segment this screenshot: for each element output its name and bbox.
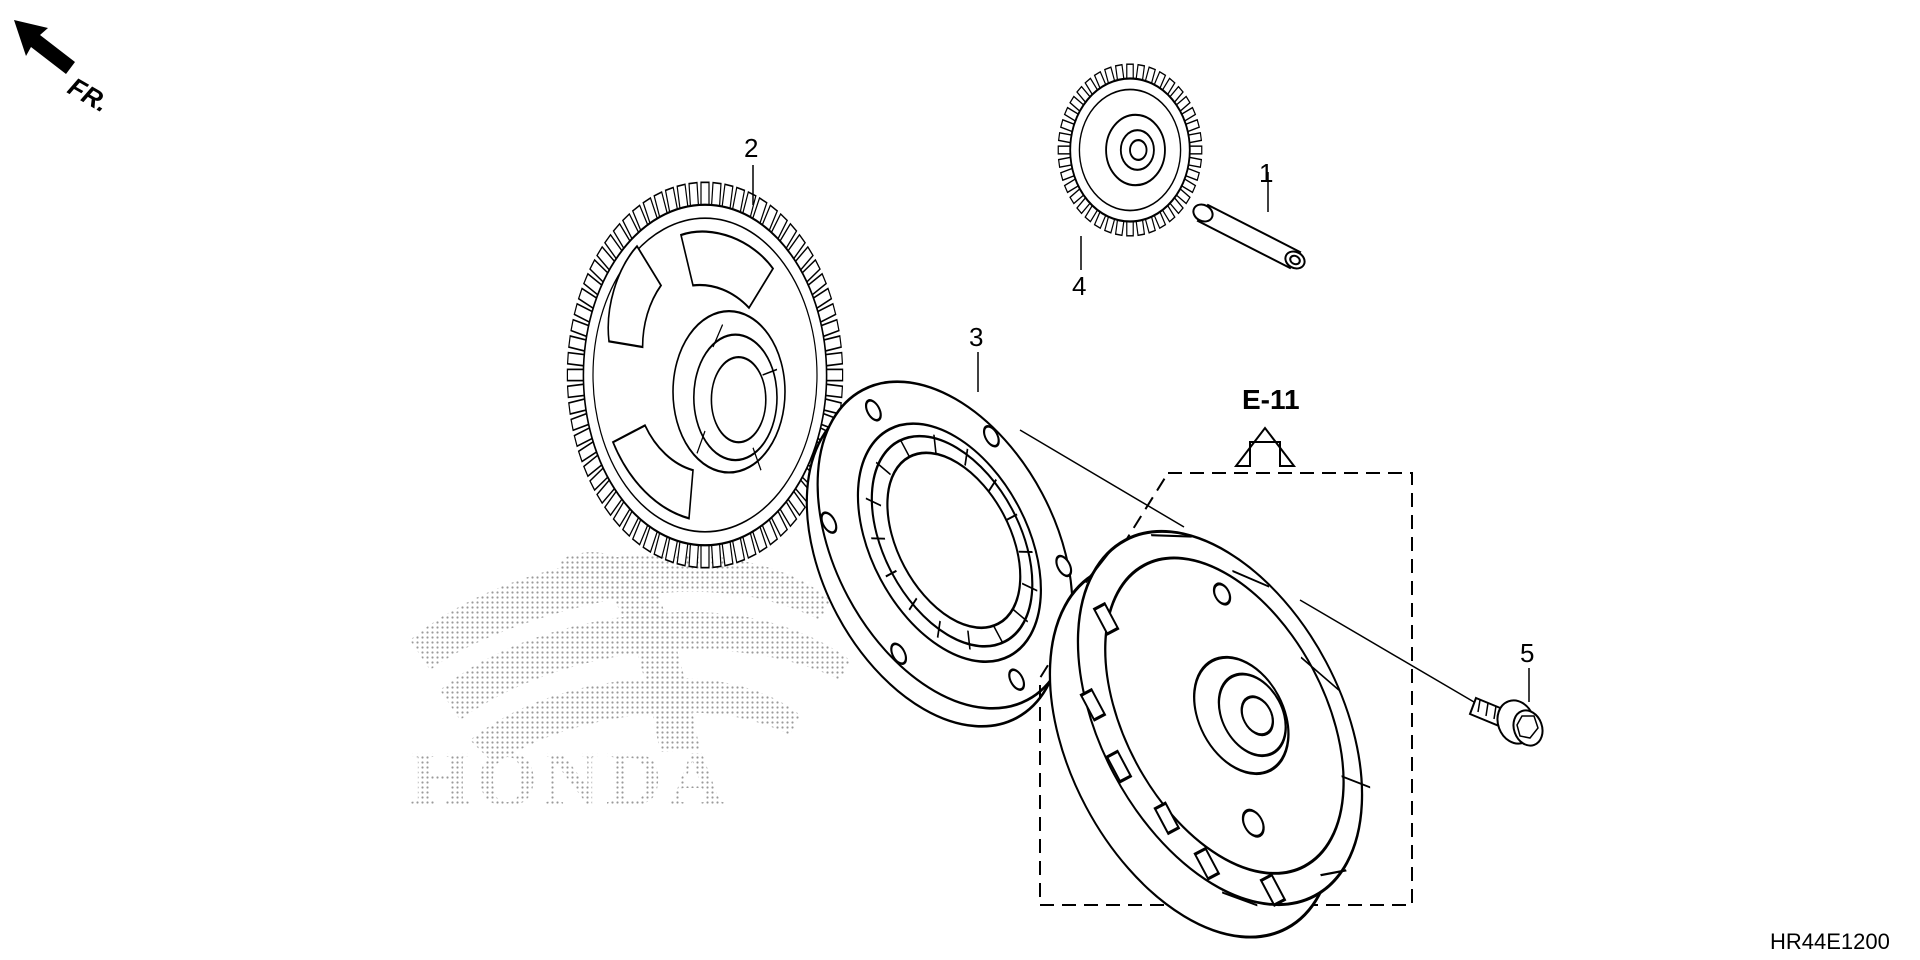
part-4-reduction-gear	[1057, 63, 1203, 237]
front-direction-indicator: FR.	[14, 20, 114, 118]
gear-tooth	[1188, 145, 1203, 155]
reference-label: E-11	[1242, 384, 1300, 415]
honda-watermark-text: HONDA	[410, 735, 730, 822]
part-5-flange-bolt	[1468, 696, 1544, 747]
callout-labels: 1 2 3 4 5	[744, 133, 1534, 668]
callout-3[interactable]: 3	[969, 322, 983, 352]
gear-tooth	[1126, 63, 1134, 81]
front-arrow-icon	[14, 20, 75, 74]
callout-1[interactable]: 1	[1259, 158, 1273, 188]
gear-tooth	[1126, 219, 1134, 237]
reference-e11-group: E-11	[1039, 384, 1413, 939]
reference-up-arrow-icon[interactable]	[1233, 426, 1297, 467]
front-direction-label: FR.	[63, 71, 114, 118]
callout-4[interactable]: 4	[1072, 271, 1086, 301]
honda-wing-logo	[410, 552, 850, 765]
honda-watermark: HONDA	[410, 552, 850, 822]
part-1-reduction-shaft	[1192, 203, 1306, 270]
callout-5[interactable]: 5	[1520, 638, 1534, 668]
leader-lines	[752, 165, 1530, 703]
gear-tooth	[700, 542, 710, 569]
diagram-code: HR44E1200	[1770, 929, 1890, 954]
gear-tooth	[566, 368, 586, 382]
gear-tooth	[1057, 145, 1072, 155]
part-2-starter-driven-gear	[566, 181, 844, 569]
callout-2[interactable]: 2	[744, 133, 758, 163]
flywheel-rotor	[1048, 529, 1371, 939]
gear-tooth	[700, 181, 710, 208]
gear-tooth	[824, 368, 844, 382]
part-3-starter-clutch	[805, 380, 1074, 728]
clutch-bolt-holes	[820, 399, 1073, 691]
